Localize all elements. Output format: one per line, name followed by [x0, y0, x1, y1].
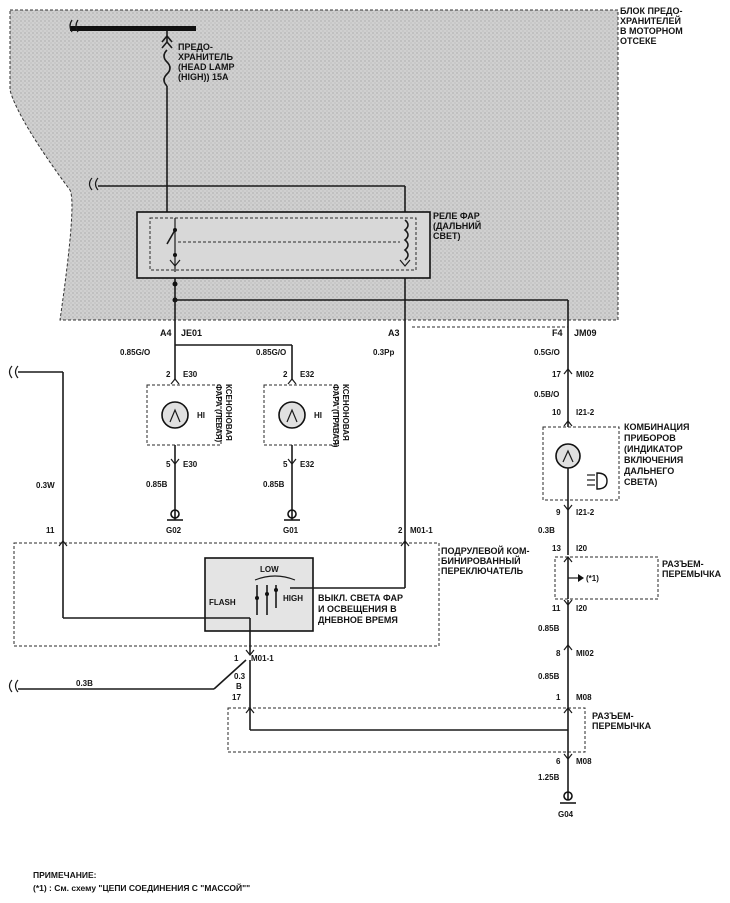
conn-e32-bot: E32 [300, 460, 315, 469]
svg-text:9: 9 [556, 508, 561, 517]
ground-g04-label: G04 [558, 810, 574, 819]
conn-i21-bot: I21-2 [576, 508, 595, 517]
switch-label: ПОДРУЛЕВОЙ КОМ- БИНИРОВАННЫЙ ПЕРЕКЛЮЧАТЕ… [441, 545, 532, 576]
conn-m08-top: M08 [576, 693, 592, 702]
svg-text:B: B [236, 682, 242, 691]
ground-g01-label: G01 [283, 526, 299, 535]
switch-low: LOW [260, 565, 279, 574]
fuse-head-lamp-high [161, 31, 173, 214]
conn-mi02-top: MI02 [576, 370, 594, 379]
svg-text:2: 2 [166, 370, 171, 379]
svg-text:13: 13 [552, 544, 561, 553]
jumper1-ref: (*1) [586, 574, 599, 583]
jumper-connector-bottom [227, 707, 586, 753]
conn-e30-top: E30 [183, 370, 198, 379]
relay-switch [166, 229, 176, 245]
wire-085go-left: 0.85G/O [120, 348, 150, 357]
svg-text:17: 17 [552, 370, 561, 379]
switch-flash: FLASH [209, 598, 236, 607]
ground-g01 [284, 509, 300, 521]
svg-text:0.5G/O: 0.5G/O [534, 348, 560, 357]
conn-f4: F4 [552, 328, 563, 338]
conn-a3: A3 [388, 328, 400, 338]
conn-i20-bot: I20 [576, 604, 588, 613]
note-title: ПРИМЕЧАНИЕ: [33, 870, 97, 880]
svg-text:5: 5 [283, 460, 288, 469]
svg-text:0.85B: 0.85B [263, 480, 285, 489]
relay-box [136, 211, 431, 279]
conn-m08-bot: M08 [576, 757, 592, 766]
svg-text:10: 10 [552, 408, 561, 417]
svg-text:0.3W: 0.3W [36, 481, 55, 490]
switch-box [204, 557, 314, 632]
svg-text:17: 17 [232, 693, 241, 702]
svg-text:6: 6 [556, 757, 561, 766]
svg-text:0.5B/O: 0.5B/O [534, 390, 559, 399]
conn-i21-top: I21-2 [576, 408, 595, 417]
svg-text:1: 1 [234, 654, 239, 663]
conn-e32-top: E32 [300, 370, 315, 379]
cluster-indicator-lamp [555, 443, 581, 469]
conn-m01-bot: M01-1 [251, 654, 274, 663]
svg-text:1: 1 [556, 693, 561, 702]
svg-text:0.85B: 0.85B [538, 624, 560, 633]
svg-text:0.3B: 0.3B [76, 679, 93, 688]
left-lamp-label: КСЕНОНОВАЯ ФАРА (ЛЕВАЯ) [214, 384, 233, 443]
svg-text:1.25B: 1.25B [538, 773, 560, 782]
svg-text:2: 2 [283, 370, 288, 379]
ground-g02 [167, 509, 183, 521]
right-lamp-bulb [278, 401, 306, 429]
svg-text:8: 8 [556, 649, 561, 658]
busbar-break [69, 19, 79, 33]
combination-switch-area [13, 542, 440, 647]
ground-g02-label: G02 [166, 526, 182, 535]
svg-text:11: 11 [552, 604, 561, 613]
conn-i20-top: I20 [576, 544, 588, 553]
conn-e30-bot: E30 [183, 460, 198, 469]
wire-break-mark [88, 177, 99, 191]
svg-text:0.85B: 0.85B [146, 480, 168, 489]
conn-mi02-bot: MI02 [576, 649, 594, 658]
svg-text:5: 5 [166, 460, 171, 469]
svg-text:11: 11 [46, 526, 55, 535]
conn-je01: JE01 [181, 328, 202, 338]
jumper1-label: РАЗЪЕМ- ПЕРЕМЫЧКА [662, 559, 722, 579]
wire-03pp: 0.3Pp [373, 348, 394, 357]
jumper-connector-top [554, 556, 659, 600]
busbar [70, 26, 196, 31]
left-lamp-hi: HI [197, 411, 205, 420]
switch-desc: ВЫКЛ. СВЕТА ФАР И ОСВЕЩЕНИЯ В ДНЕВНОЕ ВР… [318, 593, 406, 625]
svg-text:0.3: 0.3 [234, 672, 246, 681]
fuse-label: ПРЕДО- ХРАНИТЕЛЬ (HEAD LAMP (HIGH)) 15A [178, 42, 237, 82]
left-lamp-box [146, 384, 222, 446]
svg-text:0.3B: 0.3B [538, 526, 555, 535]
fuse-block-label: БЛОК ПРЕДО- ХРАНИТЕЛЕЙ В МОТОРНОМ ОТСЕКЕ [620, 6, 685, 46]
note-text: (*1) : См. схему "ЦЕПИ СОЕДИНЕНИЯ С "МАС… [33, 882, 250, 893]
high-beam-icon [587, 472, 608, 490]
svg-text:2: 2 [398, 526, 403, 535]
right-lamp-hi: HI [314, 411, 322, 420]
cluster-label: КОМБИНАЦИЯ ПРИБОРОВ (ИНДИКАТОР ВКЛЮЧЕНИЯ… [624, 422, 692, 487]
switch-high: HIGH [283, 594, 303, 603]
wire-085go-right: 0.85G/O [256, 348, 286, 357]
left-lamp-bulb [161, 401, 189, 429]
right-lamp-box [263, 384, 339, 446]
conn-jm09: JM09 [574, 328, 597, 338]
svg-text:0.85B: 0.85B [538, 672, 560, 681]
conn-a4: A4 [160, 328, 172, 338]
right-lamp-label: КСЕНОНОВАЯ ФАРА (ПРАВАЯ) [331, 384, 350, 448]
jumper2-label: РАЗЪЕМ- ПЕРЕМЫЧКА [592, 711, 652, 731]
relay-coil [403, 219, 409, 261]
ground-g04 [560, 791, 576, 804]
relay-label: РЕЛЕ ФАР (ДАЛЬНИЙ СВЕТ) [433, 211, 484, 241]
instrument-cluster-box [542, 426, 620, 501]
conn-m01-top: M01-1 [410, 526, 433, 535]
